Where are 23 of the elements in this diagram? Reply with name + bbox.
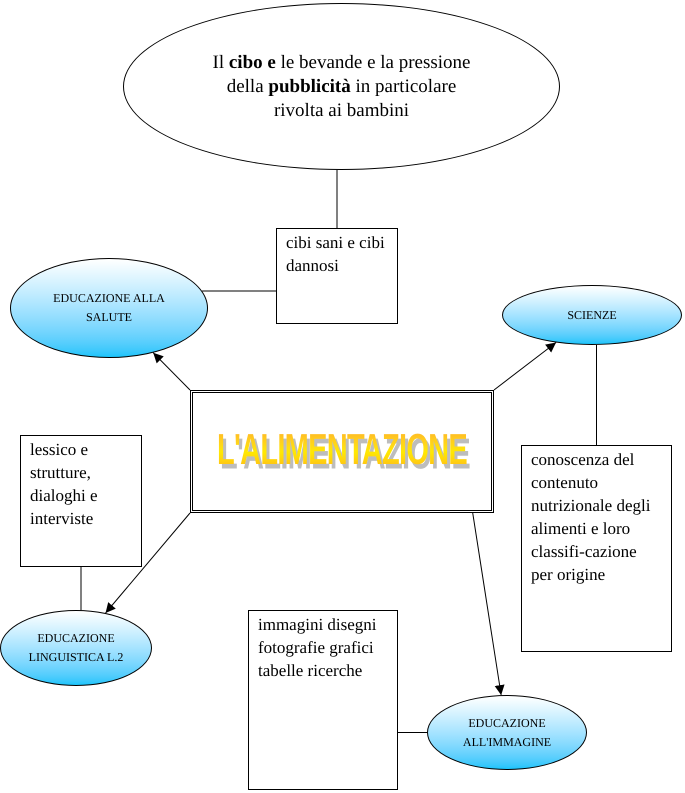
box-text: cibi sani e cibi dannosi (286, 232, 386, 277)
connector-line (202, 290, 276, 292)
connector-line (336, 169, 338, 228)
connector-line (398, 732, 428, 733)
connector-line (596, 344, 597, 446)
arrow (494, 342, 557, 390)
box-text: lessico e strutture, dialoghi e interviste (30, 439, 99, 530)
subject-label: EDUCAZIONE ALL'IMMAGINE (462, 714, 552, 750)
central-title-box (190, 390, 494, 513)
text-box (20, 435, 142, 567)
text-box (276, 228, 398, 324)
arrow (152, 352, 190, 390)
text-box (521, 445, 672, 652)
arrow (472, 512, 505, 696)
box-text: conoscenza del contenuto nutrizionale degli alimenti e loro classifi-cazione per origine (531, 449, 652, 586)
arrow (105, 512, 190, 614)
subject-label: EDUCAZIONE ALLA SALUTE (53, 290, 165, 326)
subject-label: EDUCAZIONE LINGUISTICA L.2 (28, 630, 124, 666)
subject-label: SCIENZE (566, 306, 618, 324)
topic-text: Il cibo e le bevande e la pressione della pubblicità in particolare rivolta ai bambini (212, 50, 472, 122)
text-box (248, 610, 398, 790)
box-text: immagini disegni fotografie grafici tabelle ricerche (258, 614, 378, 682)
connector-line (80, 566, 82, 611)
